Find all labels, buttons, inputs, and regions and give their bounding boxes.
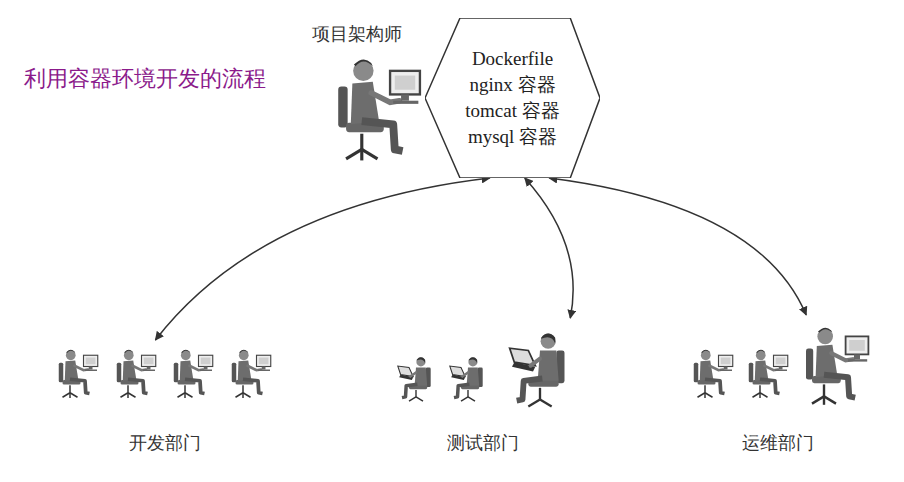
hexagon-box: Dockerfilenginx 容器tomcat 容器mysql 容器 xyxy=(425,18,600,178)
double-arrow xyxy=(525,178,573,318)
double-arrow xyxy=(549,178,806,315)
diagram-title: 利用容器环境开发的流程 xyxy=(24,64,266,94)
hexagon-outline xyxy=(425,18,600,178)
department-label: 测试部门 xyxy=(385,431,580,455)
department-label: 运维部门 xyxy=(675,431,880,455)
department-group: 开发部门 xyxy=(45,340,285,455)
container-item: mysql 容器 xyxy=(468,124,557,150)
double-arrow xyxy=(155,178,489,340)
role-label: 项目架构师 xyxy=(312,22,402,46)
container-item: nginx 容器 xyxy=(469,72,555,98)
container-item: Dockerfile xyxy=(472,46,553,72)
department-group: 运维部门 xyxy=(675,315,880,455)
department-group: 测试部门 xyxy=(385,318,580,455)
container-item: tomcat 容器 xyxy=(465,98,559,124)
department-label: 开发部门 xyxy=(45,431,285,455)
